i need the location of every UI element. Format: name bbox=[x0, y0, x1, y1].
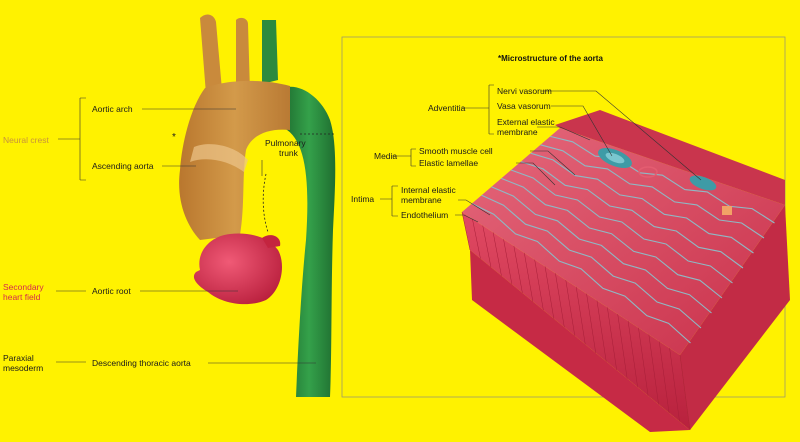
fiber-line bbox=[648, 334, 659, 405]
fiber-line bbox=[555, 273, 565, 328]
intima-bracket bbox=[380, 185, 398, 217]
elastic-lamella bbox=[520, 161, 744, 269]
vasa-leader bbox=[551, 105, 613, 157]
fiber-line bbox=[503, 239, 513, 285]
fiber-line bbox=[617, 314, 628, 379]
fiber-line bbox=[627, 320, 638, 388]
media-label: Media bbox=[374, 151, 398, 161]
aortic-root-shape bbox=[193, 233, 282, 305]
endothelium-leader bbox=[455, 214, 479, 223]
microstructure-title: *Microstructure of the aorta bbox=[498, 54, 603, 63]
fiber-line bbox=[482, 225, 492, 268]
leader-lines bbox=[56, 84, 702, 364]
endothelium-label: Endothelium bbox=[401, 210, 449, 220]
media-bracket bbox=[392, 148, 416, 167]
fiber-line bbox=[513, 246, 523, 293]
smc-leader bbox=[530, 150, 576, 176]
aorta-illustration bbox=[179, 14, 336, 398]
aortic-root-label: Aortic root bbox=[92, 286, 131, 296]
external-elastic-membrane-label: External elastic membrane bbox=[497, 117, 555, 137]
fiber-line bbox=[524, 252, 534, 302]
aortic-arch-label: Aortic arch bbox=[92, 104, 133, 114]
elastic-lamella bbox=[471, 203, 691, 344]
ascending-band bbox=[190, 144, 248, 172]
internal-elastic-membrane-label: Internal elastic membrane bbox=[401, 185, 456, 205]
vasa-vasorum-lumen bbox=[605, 152, 625, 164]
pulmonary-trunk-label: Pulmonary trunk bbox=[265, 138, 306, 158]
fiber-line bbox=[492, 232, 502, 276]
elastic-lamella bbox=[510, 169, 733, 284]
nervi-leader bbox=[541, 90, 702, 181]
fiber-line bbox=[669, 348, 680, 422]
nerve-bundle bbox=[722, 206, 732, 215]
green-branch-vessel bbox=[262, 20, 278, 84]
vasa-vasorum-label: Vasa vasorum bbox=[497, 101, 551, 111]
fiber-lines bbox=[461, 211, 691, 431]
descending-aorta-shape bbox=[283, 86, 336, 398]
fiber-line bbox=[658, 341, 670, 413]
elastic-lamella bbox=[540, 144, 765, 239]
lamellae-leader bbox=[516, 162, 556, 186]
fiber-line bbox=[586, 293, 596, 353]
fiber-line bbox=[544, 266, 555, 319]
descending-thoracic-aorta-label: Descending thoracic aorta bbox=[92, 358, 191, 368]
fiber-line bbox=[472, 218, 481, 259]
root-lobe bbox=[262, 235, 281, 248]
tissue-lower-face bbox=[470, 250, 690, 432]
fiber-line bbox=[565, 280, 576, 336]
tissue-right-face bbox=[680, 205, 790, 430]
fiber-line bbox=[596, 300, 607, 362]
ascending-aorta-label: Ascending aorta bbox=[92, 161, 154, 171]
nervi-vasorum-label: Nervi vasorum bbox=[497, 86, 552, 96]
elastic-lamella bbox=[550, 135, 775, 224]
small-vessel bbox=[638, 166, 658, 178]
nervi-vasorum-vessel bbox=[689, 175, 717, 191]
fiber-line bbox=[575, 286, 586, 345]
elastic-lamellae-lines bbox=[471, 135, 775, 344]
brachiocephalic-vessel bbox=[200, 14, 222, 94]
adventitia-strip bbox=[555, 110, 785, 205]
neural-crest-bracket bbox=[58, 97, 86, 181]
fiber-line bbox=[461, 211, 471, 251]
elastic-lamellae-label: Elastic lamellae bbox=[419, 158, 479, 168]
elastic-lamella bbox=[500, 177, 723, 299]
secondary-heart-field-label: Secondary heart field bbox=[3, 282, 44, 302]
tissue-front-face bbox=[462, 212, 690, 430]
fiber-line bbox=[534, 259, 544, 311]
pulmonary-dash bbox=[262, 173, 269, 233]
carotid-vessel bbox=[236, 17, 250, 95]
fiber-line bbox=[607, 307, 617, 371]
external-leader bbox=[537, 126, 591, 141]
elastic-lamella bbox=[491, 186, 712, 314]
adventitia-bracket bbox=[462, 84, 494, 135]
asterisk-marker: * bbox=[172, 132, 176, 143]
elastic-lamella bbox=[481, 194, 702, 329]
neural-crest-label: Neural crest bbox=[3, 135, 49, 145]
fiber-line bbox=[638, 327, 649, 396]
fiber-line bbox=[679, 354, 691, 431]
smooth-muscle-cell-label: Smooth muscle cell bbox=[419, 146, 493, 156]
paraxial-mesoderm-label: Paraxial mesoderm bbox=[3, 353, 44, 373]
adventitia-label: Adventitia bbox=[428, 103, 466, 113]
internal-leader bbox=[458, 199, 491, 216]
elastic-lamella bbox=[530, 152, 754, 254]
intima-label: Intima bbox=[351, 194, 375, 204]
